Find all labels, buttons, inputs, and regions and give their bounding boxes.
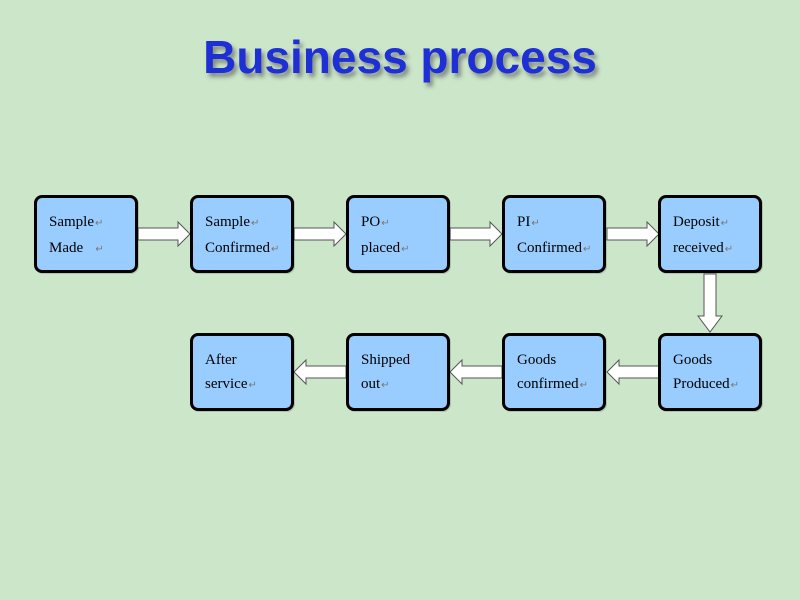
arrow-right-1	[137, 220, 191, 248]
arrow-down	[697, 273, 723, 333]
arrow-right-4	[606, 220, 660, 248]
step-goods-confirmed: Goods confirmed↵	[502, 333, 606, 411]
arrow-left-3	[293, 358, 347, 386]
step-pi-confirmed: PI↵ Confirmed↵	[502, 195, 606, 273]
step-po-placed: PO↵ placed↵	[346, 195, 450, 273]
step-after-service: After service↵	[190, 333, 294, 411]
step-shipped-out: Shipped out↵	[346, 333, 450, 411]
step-goods-produced: Goods Produced↵	[658, 333, 762, 411]
arrow-right-2	[293, 220, 347, 248]
slide-title: Business process	[203, 31, 597, 83]
arrow-left-1	[606, 358, 660, 386]
step-deposit-received: Deposit↵ received↵	[658, 195, 762, 273]
step-sample-confirmed: Sample↵ Confirmed↵	[190, 195, 294, 273]
step-sample-made: Sample↵ Made ↵	[34, 195, 138, 273]
arrow-left-2	[449, 358, 503, 386]
arrow-right-3	[449, 220, 503, 248]
